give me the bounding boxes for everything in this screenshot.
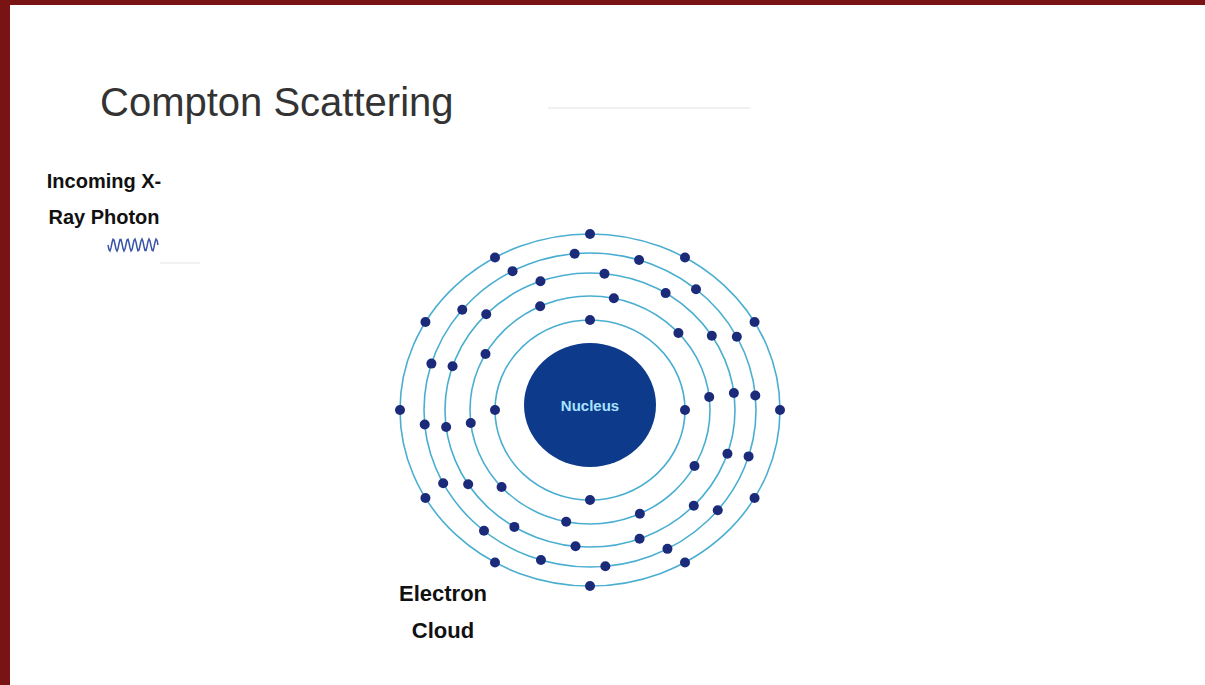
- electron: [420, 420, 430, 430]
- nucleus-label: Nucleus: [561, 397, 619, 414]
- electron: [535, 276, 545, 286]
- electron: [661, 288, 671, 298]
- electron: [479, 526, 489, 536]
- electron: [689, 461, 699, 471]
- electron: [457, 305, 467, 315]
- electron: [680, 253, 690, 263]
- electron: [509, 522, 519, 532]
- top-border-bar: [0, 0, 1205, 5]
- electron: [585, 581, 595, 591]
- electron: [713, 505, 723, 515]
- electron: [600, 561, 610, 571]
- electron-shell: [495, 320, 685, 500]
- electron: [490, 253, 500, 263]
- electrons: [395, 229, 785, 591]
- electron: [673, 328, 683, 338]
- electron: [420, 493, 430, 503]
- slide-title: Compton Scattering: [100, 80, 454, 125]
- electron-shells: [400, 234, 780, 586]
- electron: [420, 317, 430, 327]
- electron: [722, 449, 732, 459]
- electron: [490, 405, 500, 415]
- electron: [635, 509, 645, 519]
- electron: [481, 349, 491, 359]
- electron: [535, 301, 545, 311]
- electron: [585, 229, 595, 239]
- electron: [395, 405, 405, 415]
- electron-cloud-label: Electron Cloud: [394, 575, 492, 649]
- electron: [729, 388, 739, 398]
- electron: [561, 517, 571, 527]
- nucleus-fill: [524, 343, 656, 467]
- electron: [680, 405, 690, 415]
- electron: [497, 482, 507, 492]
- electron: [571, 541, 581, 551]
- title-rule: [548, 107, 750, 109]
- electron-shell: [424, 253, 756, 567]
- electron: [438, 478, 448, 488]
- electron: [466, 418, 476, 428]
- nucleus-ellipse: Nucleus: [524, 343, 656, 467]
- left-border-bar: [0, 0, 10, 685]
- electron: [585, 495, 595, 505]
- electron: [426, 359, 436, 369]
- electron: [481, 309, 491, 319]
- electron: [680, 557, 690, 567]
- photon-wave: [108, 239, 158, 251]
- electron: [750, 390, 760, 400]
- electron-shell: [470, 296, 710, 524]
- electron: [775, 405, 785, 415]
- electron: [448, 361, 458, 371]
- electron-shell: [400, 234, 780, 586]
- electron: [635, 534, 645, 544]
- electron: [750, 493, 760, 503]
- electron: [441, 422, 451, 432]
- photon-label: Incoming X-Ray Photon: [34, 163, 174, 235]
- electron: [508, 266, 518, 276]
- electron: [570, 249, 580, 259]
- electron: [490, 557, 500, 567]
- electron: [732, 332, 742, 342]
- electron: [662, 544, 672, 554]
- electron: [704, 392, 714, 402]
- electron: [707, 331, 717, 341]
- electron: [463, 479, 473, 489]
- electron: [691, 284, 701, 294]
- electron: [536, 555, 546, 565]
- electron: [599, 269, 609, 279]
- electron-shell: [445, 273, 735, 547]
- faint-line: [160, 262, 200, 264]
- electron: [689, 501, 699, 511]
- electron: [744, 451, 754, 461]
- electron: [634, 255, 644, 265]
- electron: [585, 315, 595, 325]
- electron: [750, 317, 760, 327]
- electron: [609, 293, 619, 303]
